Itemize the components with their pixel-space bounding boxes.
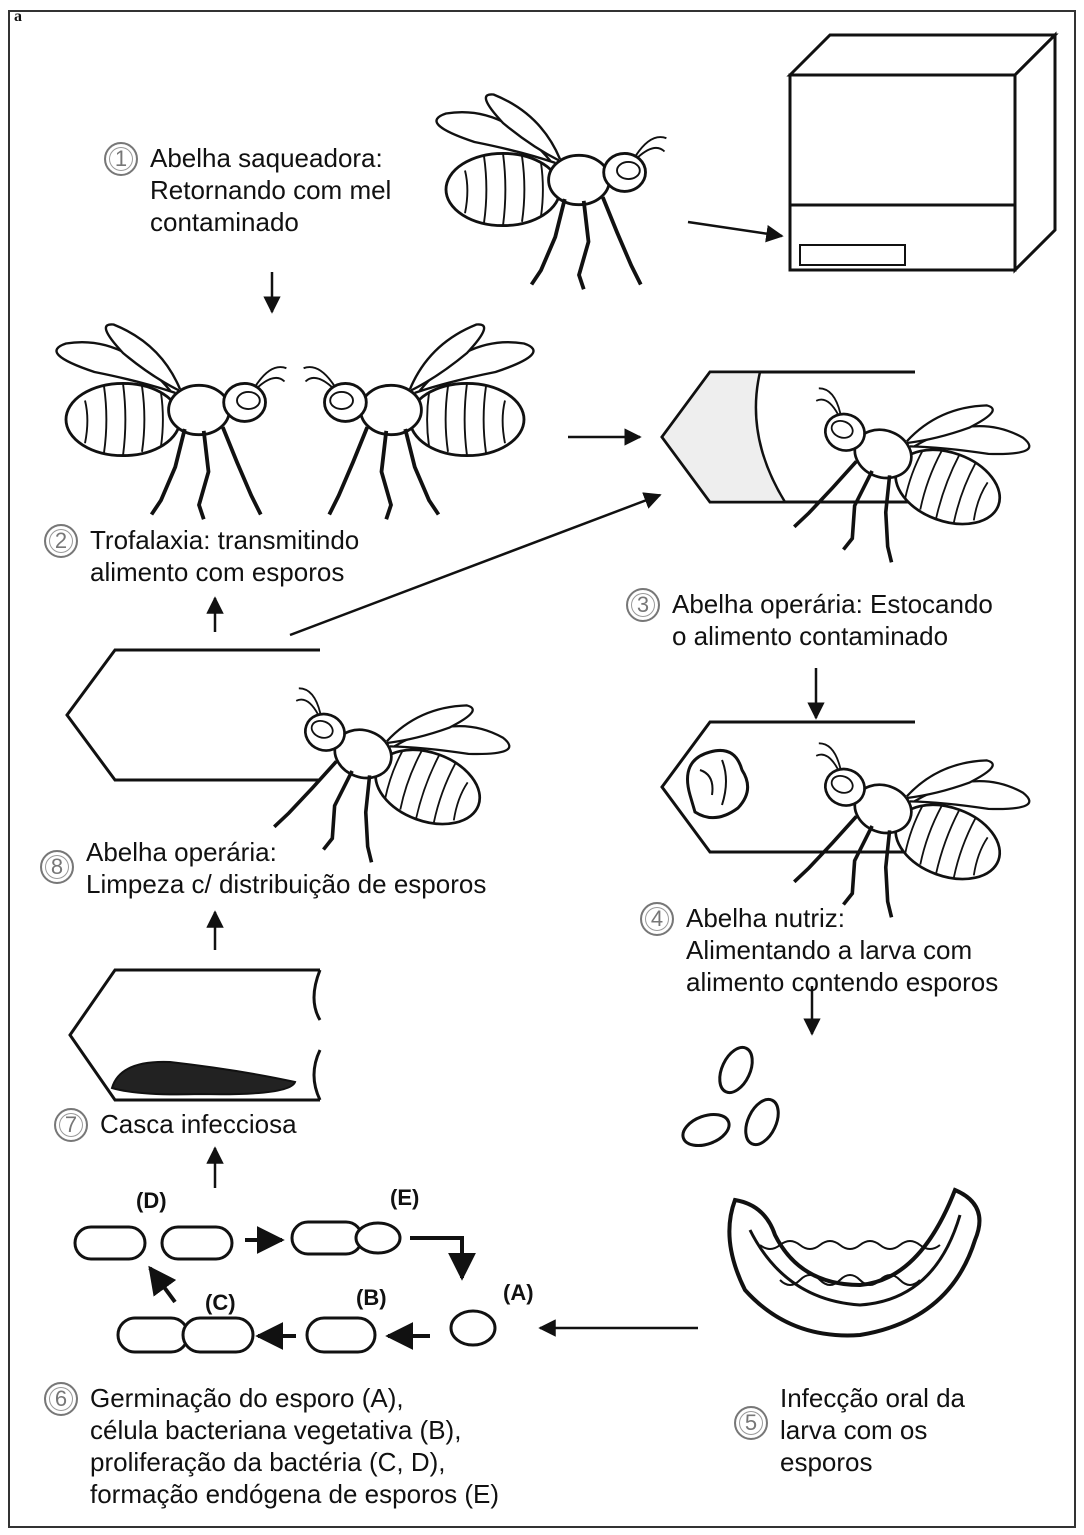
stage-5-line-3: esporos (780, 1446, 965, 1478)
stage-4-line-2: Alimentando a larva com (686, 934, 998, 966)
stage-6-line-1: Germinação do esporo (A), (90, 1382, 499, 1414)
dividing-cell-C-right (183, 1318, 253, 1352)
stage-3-label: 3 Abelha operária: Estocando o alimento … (626, 588, 993, 652)
letter-B: (B) (356, 1285, 387, 1311)
bacteria-cycle (75, 1222, 495, 1352)
stage-5-line-1: Infecção oral da (780, 1382, 965, 1414)
stage-4-number: 4 (640, 902, 674, 936)
stage-7-number: 7 (54, 1108, 88, 1142)
sporulating-cell-E-spore (356, 1223, 400, 1253)
stage-6-line-3: proliferação da bactéria (C, D), (90, 1446, 499, 1478)
dividing-cell-C-left (118, 1318, 188, 1352)
letter-C: (C) (205, 1290, 236, 1316)
stage-1-line-2: Retornando com mel (150, 174, 391, 206)
infected-larva-icon (729, 1190, 979, 1335)
stage-8-line-2: Limpeza c/ distribuição de esporos (86, 868, 486, 900)
arrow-bee-to-hive (688, 222, 782, 236)
trophallaxis-bee-left-icon (56, 324, 286, 519)
trophallaxis-bee-right-icon (304, 324, 534, 519)
stage-8-label: 8 Abelha operária: Limpeza c/ distribuiç… (40, 836, 486, 900)
sporulating-cell-E-body (292, 1222, 362, 1254)
spores-icon (679, 1042, 785, 1151)
stage-2-number: 2 (44, 524, 78, 558)
letter-E: (E) (390, 1185, 419, 1211)
stage-3-line-1: Abelha operária: Estocando (672, 588, 993, 620)
cleaning-cell-icon (67, 650, 320, 780)
stage-3-line-2: o alimento contaminado (672, 620, 993, 652)
vegetative-cell-B-shape (307, 1318, 375, 1352)
hive-box-icon (790, 35, 1055, 270)
stage-7-line-1: Casca infecciosa (100, 1108, 297, 1140)
stage-1-line-1: Abelha saqueadora: (150, 142, 391, 174)
cell-D-right (162, 1227, 232, 1259)
cell-D-left (75, 1227, 145, 1259)
stage-7-label: 7 Casca infecciosa (54, 1108, 297, 1142)
stage-1-line-3: contaminado (150, 206, 391, 238)
stage-5-line-2: larva com os (780, 1414, 965, 1446)
stage-8-line-1: Abelha operária: (86, 836, 486, 868)
forager-bee-icon (437, 94, 667, 289)
stage-6-label: 6 Germinação do esporo (A), célula bacte… (44, 1382, 499, 1510)
stage-6-line-4: formação endógena de esporos (E) (90, 1478, 499, 1510)
stage-3-number: 3 (626, 588, 660, 622)
stage-4-label: 4 Abelha nutriz: Alimentando a larva com… (640, 902, 998, 998)
stage-5-label: 5 Infecção oral da larva com os esporos (734, 1382, 965, 1478)
stage-8-number: 8 (40, 850, 74, 884)
stage-5-number: 5 (734, 1406, 768, 1440)
stage-6-line-2: célula bacteriana vegetativa (B), (90, 1414, 499, 1446)
letter-D: (D) (136, 1188, 167, 1214)
stage-6-number: 6 (44, 1382, 78, 1416)
stage-2-label: 2 Trofalaxia: transmitindo alimento com … (44, 524, 359, 588)
stage-2-line-2: alimento com esporos (90, 556, 359, 588)
stage-1-label: 1 Abelha saqueadora: Retornando com mel … (104, 142, 391, 238)
stage-2-line-1: Trofalaxia: transmitindo (90, 524, 359, 556)
letter-A: (A) (503, 1280, 534, 1306)
infectious-scale-cell-icon (70, 970, 320, 1100)
stage-1-number: 1 (104, 142, 138, 176)
stage-4-line-1: Abelha nutriz: (686, 902, 998, 934)
spore-A-shape (451, 1311, 495, 1345)
stage-4-line-3: alimento contendo esporos (686, 966, 998, 998)
storing-worker-bee-icon (770, 349, 1038, 597)
larva-in-cell-icon (688, 750, 748, 817)
